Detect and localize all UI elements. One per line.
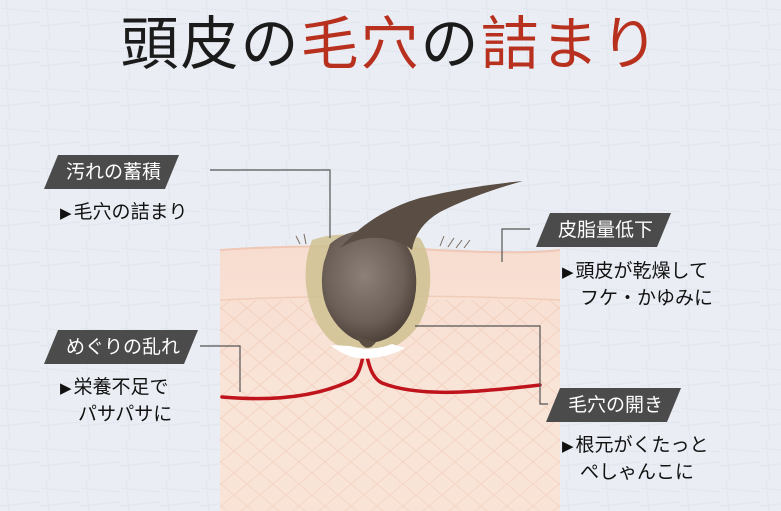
desc-line: フケ・かゆみに — [562, 285, 713, 311]
desc-circulation-disorder: ▶栄養不足で パサパサに — [60, 374, 172, 427]
desc-line: ぺしゃんこに — [562, 459, 709, 485]
tag-pore-opening: 毛穴の開き — [546, 388, 681, 422]
tag-circulation-disorder: めぐりの乱れ — [44, 330, 198, 364]
desc-pore-opening: ▶根元がくたっと ぺしゃんこに — [562, 432, 709, 485]
tag-sebum-decrease: 皮脂量低下 — [536, 213, 671, 247]
bullet-arrow-icon: ▶ — [562, 263, 574, 281]
desc-line: 頭皮が乾燥して — [576, 260, 708, 282]
desc-dirt-accumulation: ▶毛穴の詰まり — [60, 199, 188, 226]
desc-sebum-decrease: ▶頭皮が乾燥して フケ・かゆみに — [562, 258, 713, 311]
desc-line: 根元がくたっと — [576, 434, 709, 456]
desc-line: 毛穴の詰まり — [74, 201, 188, 223]
bullet-arrow-icon: ▶ — [60, 204, 72, 222]
bullet-arrow-icon: ▶ — [60, 379, 72, 397]
tag-dirt-accumulation: 汚れの蓄積 — [44, 155, 179, 189]
bullet-arrow-icon: ▶ — [562, 437, 574, 455]
desc-line: 栄養不足で — [74, 376, 169, 398]
desc-line: パサパサに — [60, 401, 172, 427]
